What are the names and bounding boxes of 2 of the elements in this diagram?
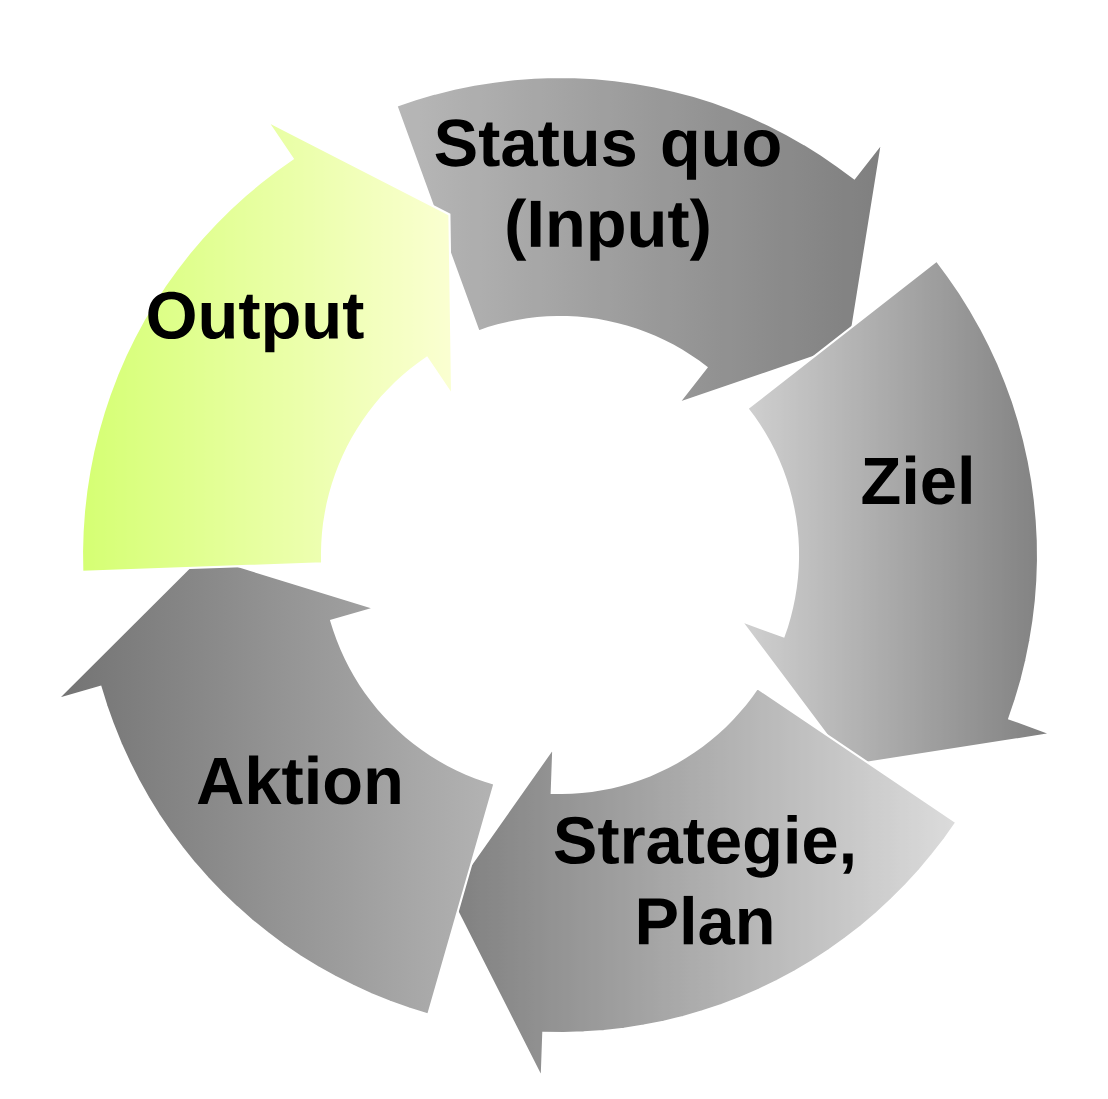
cycle-segment: Aktion bbox=[53, 553, 496, 1016]
cycle-segment: Status quo (Input) bbox=[395, 75, 884, 406]
